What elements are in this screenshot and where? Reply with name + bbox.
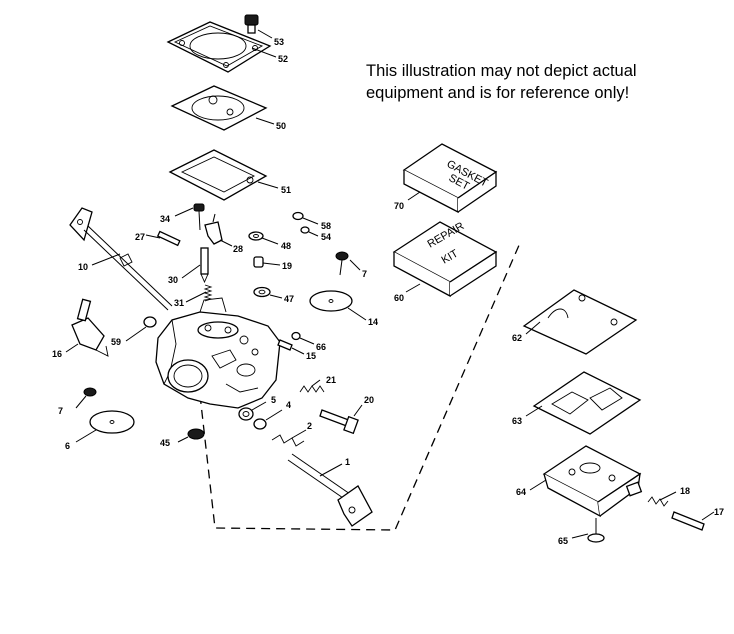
disclaimer-line-2: equipment and is for reference only! <box>366 84 630 102</box>
part-31-spring <box>203 284 213 302</box>
part-2-spring <box>271 434 305 447</box>
disclaimer-line-1: This illustration may not depict actual <box>366 62 637 80</box>
callout-62: 62 <box>512 333 522 343</box>
callout-5: 5 <box>271 395 276 405</box>
callout-15: 15 <box>306 351 316 361</box>
part-63-gasket <box>532 371 642 435</box>
part-58-o-ring <box>292 211 304 221</box>
callout-65: 65 <box>558 536 568 546</box>
part-28-metering-lever <box>204 213 223 245</box>
part-27-pin <box>156 230 181 247</box>
leader-lines <box>65 29 715 539</box>
callout-6: 6 <box>65 441 70 451</box>
part-21-spring <box>299 385 325 393</box>
callout-54: 54 <box>321 232 331 242</box>
part-18-spring <box>647 496 669 507</box>
callout-20: 20 <box>364 395 374 405</box>
callout-16: 16 <box>52 349 62 359</box>
callout-2: 2 <box>307 421 312 431</box>
callout-30: 30 <box>168 275 178 285</box>
callout-19: 19 <box>282 261 292 271</box>
part-47-washer <box>253 286 271 298</box>
callout-50: 50 <box>276 121 286 131</box>
callout-21: 21 <box>326 375 336 385</box>
callout-27: 27 <box>135 232 145 242</box>
part-48-washer <box>248 231 264 241</box>
carburetor-body <box>155 297 281 409</box>
part-16-elbow <box>71 298 109 357</box>
part-60-repair-kit-box: REPAIR KIT <box>392 220 498 298</box>
callout-10: 10 <box>78 262 88 272</box>
part-19-jet <box>253 256 264 268</box>
part-7-screw-upper <box>335 251 349 276</box>
callout-52: 52 <box>278 54 288 64</box>
callout-18: 18 <box>680 486 690 496</box>
part-51-pump-gasket <box>168 149 268 201</box>
callout-labels: 53 52 50 51 34 27 28 48 58 54 19 10 30 7… <box>52 37 724 546</box>
part-4-washer <box>253 418 267 430</box>
callout-4: 4 <box>286 400 291 410</box>
callout-58: 58 <box>321 221 331 231</box>
callout-28: 28 <box>233 244 243 254</box>
part-20-adjusting-screw <box>319 409 359 435</box>
part-5-washer <box>238 407 254 421</box>
part-52-pump-cover <box>166 21 272 73</box>
part-14-choke-plate <box>309 290 353 312</box>
callout-64: 64 <box>516 487 526 497</box>
callout-31: 31 <box>174 298 184 308</box>
part-59-screen <box>143 316 157 328</box>
callout-53: 53 <box>274 37 284 47</box>
detail-outline <box>199 242 521 531</box>
part-65-screw <box>587 518 605 543</box>
part-50-pump-diaphragm <box>170 85 268 131</box>
callout-70: 70 <box>394 201 404 211</box>
callout-60: 60 <box>394 293 404 303</box>
part-34-screw <box>193 203 205 231</box>
callout-14: 14 <box>368 317 378 327</box>
callout-48: 48 <box>281 241 291 251</box>
callout-34: 34 <box>160 214 170 224</box>
part-62-diaphragm <box>522 289 638 355</box>
callout-51: 51 <box>281 185 291 195</box>
callout-45: 45 <box>160 438 170 448</box>
part-17-adjusting-screw <box>671 511 705 531</box>
part-70-gasket-set-box: GASKET SET <box>402 143 498 214</box>
callout-47: 47 <box>284 294 294 304</box>
part-66-plug <box>291 331 301 341</box>
callout-7-lower: 7 <box>58 406 63 416</box>
callout-7-upper: 7 <box>362 269 367 279</box>
part-53-inlet-fitting <box>244 14 259 34</box>
part-6-throttle-plate <box>89 410 135 434</box>
part-30-needle <box>200 247 209 284</box>
callout-17: 17 <box>714 507 724 517</box>
part-15-screw <box>277 339 293 351</box>
part-7-screw-lower <box>83 387 97 397</box>
disclaimer-notice: This illustration may not depict actual … <box>366 60 706 104</box>
part-10-choke-shaft <box>69 207 173 311</box>
callout-63: 63 <box>512 416 522 426</box>
callout-1: 1 <box>345 457 350 467</box>
part-45-plug <box>187 428 205 440</box>
callout-66: 66 <box>316 342 326 352</box>
part-1-throttle-shaft <box>287 453 373 527</box>
callout-59: 59 <box>111 337 121 347</box>
part-54-ring <box>300 226 310 234</box>
part-64-metering-cover <box>542 445 643 518</box>
